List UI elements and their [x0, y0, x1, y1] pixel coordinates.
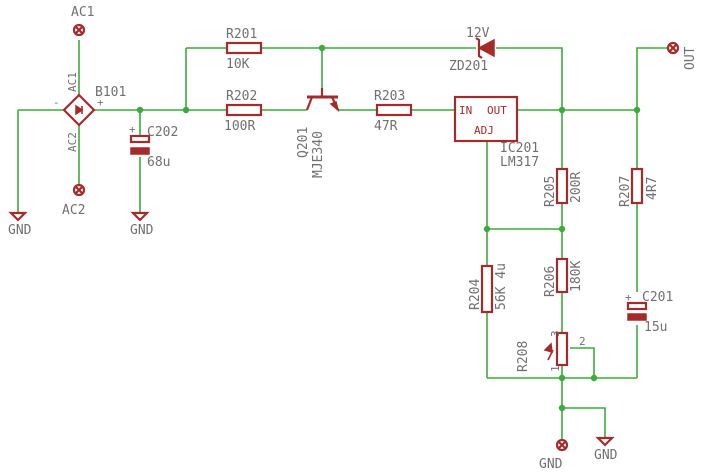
junction-dot — [136, 106, 144, 114]
label-r208-pin2: 2 — [579, 335, 586, 348]
junction-dot — [483, 225, 491, 233]
label-ic-name: IC201 — [500, 141, 539, 156]
label-c202-name: C202 — [147, 125, 178, 140]
label-ic-value: LM317 — [500, 155, 539, 170]
label-c201-name: C201 — [642, 290, 673, 305]
junction-dot — [590, 374, 598, 382]
label-r203-value: 47R — [374, 119, 398, 134]
resistor-r203[interactable] — [375, 103, 413, 117]
label-c201-value: 15u — [644, 320, 667, 335]
label-c201-plus: + — [625, 291, 632, 304]
wires — [17, 40, 668, 440]
label-ac1-top: AC1 — [71, 5, 94, 20]
label-c202-plus: + — [129, 123, 136, 136]
resistor-r207[interactable] — [630, 167, 644, 205]
gnd-symbol-3 — [595, 436, 615, 447]
label-r201-name: R201 — [226, 27, 257, 42]
junction-dots — [136, 44, 641, 412]
label-gnd-3: GND — [539, 457, 563, 472]
label-ic-in: IN — [459, 104, 472, 117]
label-r203-name: R203 — [374, 89, 405, 104]
label-c202-value: 68u — [147, 155, 170, 170]
label-zd-name: ZD201 — [449, 59, 488, 74]
label-r208-pin1: 1 — [549, 365, 562, 372]
zener-diode-zd201[interactable] — [475, 37, 495, 59]
label-r205-name: R205 — [543, 176, 558, 207]
label-r207-name: R207 — [618, 176, 633, 207]
label-r202-name: R202 — [226, 89, 257, 104]
label-r204-name: R204 — [468, 279, 483, 310]
resistor-r205[interactable] — [555, 167, 569, 205]
label-r206-name: R206 — [543, 266, 558, 297]
label-r207-value: 4R7 — [645, 177, 660, 200]
label-r208-pin3: 3 — [549, 330, 562, 337]
label-r202-value: 100R — [224, 119, 255, 134]
label-b101-ac1: AC1 — [66, 72, 79, 92]
labels: AC1 AC2 B101 AC1 AC2 - + GND GND GND GND… — [8, 5, 698, 472]
label-b101: B101 — [95, 85, 126, 100]
junction-dot — [633, 106, 641, 114]
junction-dot — [318, 44, 326, 52]
label-b101-minus: - — [53, 96, 60, 109]
label-ic-out: OUT — [487, 104, 507, 117]
label-r205-value: 200R — [569, 172, 584, 203]
bridge-rectifier-b101[interactable] — [62, 93, 96, 127]
junction-dot — [558, 374, 566, 382]
label-b101-ac2: AC2 — [66, 132, 79, 152]
label-ac2-bottom: AC2 — [62, 203, 85, 218]
resistor-r204[interactable] — [480, 264, 494, 314]
regulator-ic201[interactable] — [453, 95, 519, 143]
resistor-r201[interactable] — [225, 41, 263, 55]
trimmer-r208[interactable] — [543, 331, 569, 367]
gnd-symbol-2 — [130, 211, 150, 222]
capacitor-c201[interactable] — [626, 301, 648, 321]
label-q201-name: Q201 — [296, 127, 311, 158]
label-r204-value: 56K 4u — [494, 263, 509, 310]
capacitor-c202[interactable] — [129, 134, 151, 155]
connector-ac1[interactable] — [72, 23, 86, 37]
label-out: OUT — [683, 46, 698, 70]
transistor-q201[interactable] — [305, 88, 340, 113]
resistor-r206[interactable] — [555, 257, 569, 294]
label-b101-plus: + — [97, 96, 104, 109]
junction-dot — [558, 106, 566, 114]
resistor-r202[interactable] — [225, 103, 263, 117]
junction-dot — [558, 404, 566, 412]
label-gnd-4: GND — [594, 448, 618, 463]
gnd-symbol-1 — [8, 211, 28, 222]
connector-out[interactable] — [666, 41, 680, 55]
label-zd-voltage: 12V — [466, 26, 490, 41]
label-r206-value: 180K — [569, 261, 584, 292]
connector-gnd[interactable] — [555, 438, 569, 452]
label-r201-value: 10K — [226, 57, 250, 72]
label-q201-value: MJE340 — [311, 131, 326, 178]
label-ic-adj: ADJ — [474, 124, 494, 137]
label-gnd-2: GND — [130, 223, 154, 238]
connector-ac2[interactable] — [72, 183, 86, 197]
label-r208-name: R208 — [516, 341, 531, 372]
junction-dot — [182, 106, 190, 114]
label-gnd-1: GND — [8, 223, 32, 238]
junction-dot — [558, 225, 566, 233]
